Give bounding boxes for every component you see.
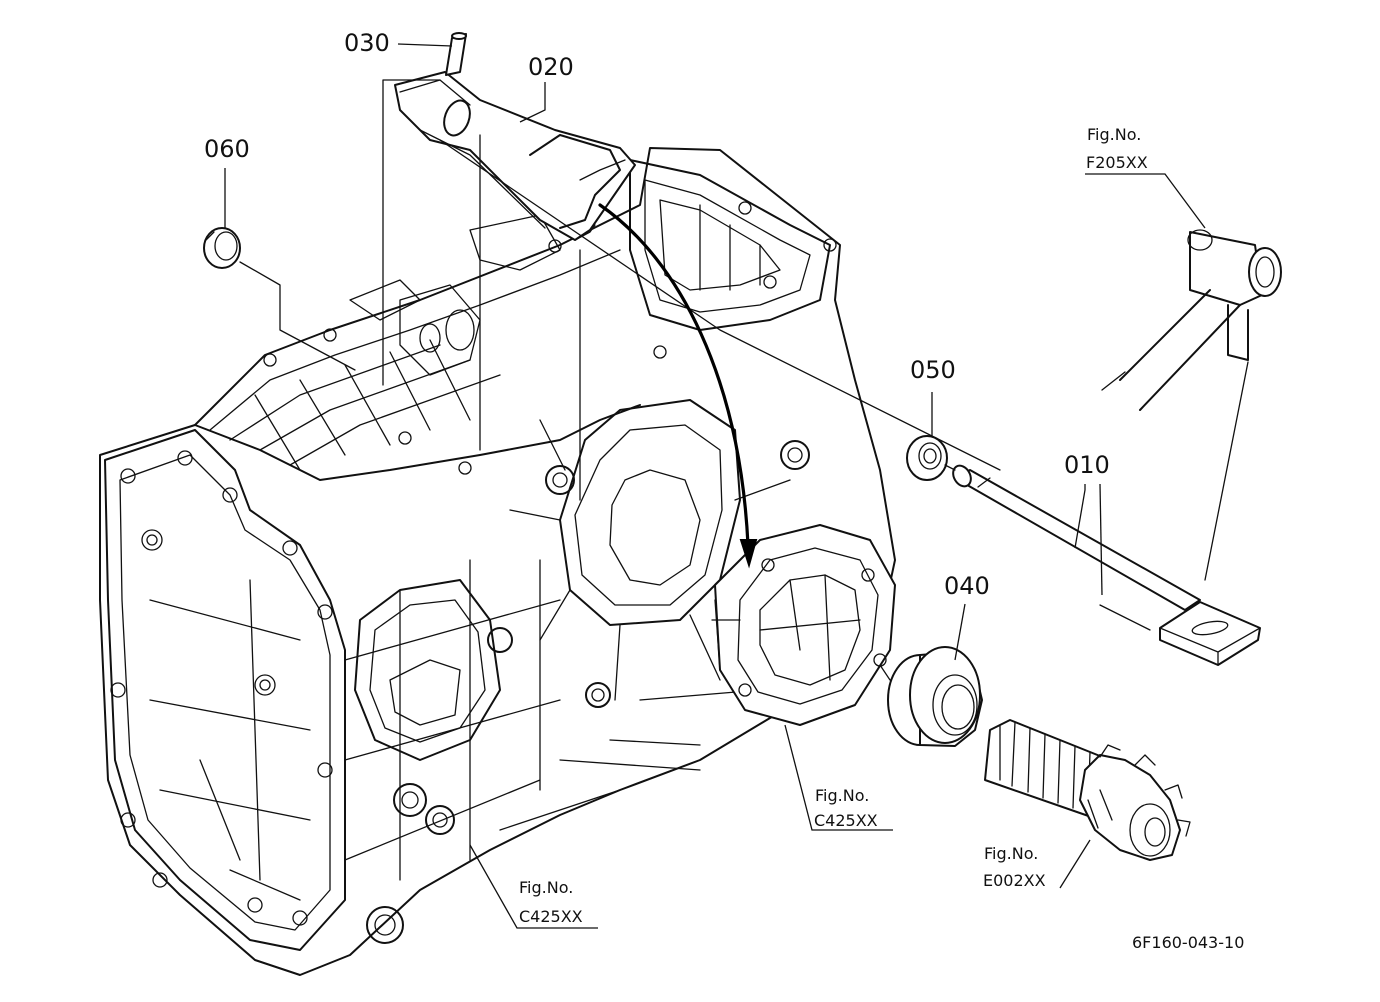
reference-lever-f205: [1101, 229, 1282, 411]
reference-gear-shaft-e002: [984, 719, 1191, 861]
part-010-shaft: [952, 464, 1261, 666]
part-030-pin: [445, 32, 467, 76]
part-020-shift-fork: [394, 71, 636, 241]
label-030: 030: [344, 29, 390, 57]
label-010: 010: [1064, 451, 1110, 479]
label-040: 040: [944, 572, 990, 600]
ref-c425-bottom-prefix: Fig.No.: [519, 878, 573, 897]
part-060-ring: [203, 227, 241, 269]
ref-c425-bottom-code: C425XX: [519, 907, 583, 926]
leader-lines: [224, 43, 1206, 929]
label-020: 020: [528, 53, 574, 81]
label-060: 060: [204, 135, 250, 163]
ref-e002-prefix: Fig.No.: [984, 844, 1038, 863]
part-040-collar: [887, 646, 983, 747]
assembly-arrow: [598, 203, 758, 569]
ref-f205-code: F205XX: [1086, 153, 1148, 172]
assembly-guide-lines: [239, 79, 1249, 681]
ref-c425-right-prefix: Fig.No.: [815, 786, 869, 805]
ref-c425-right-code: C425XX: [814, 811, 878, 830]
part-050-seal: [906, 435, 948, 481]
transmission-case: [99, 147, 896, 976]
drawing-code: 6F160-043-10: [1132, 933, 1244, 952]
side-cover-flange: [711, 524, 896, 726]
ref-e002-code: E002XX: [983, 871, 1046, 890]
label-050: 050: [910, 356, 956, 384]
ref-f205-prefix: Fig.No.: [1087, 125, 1141, 144]
